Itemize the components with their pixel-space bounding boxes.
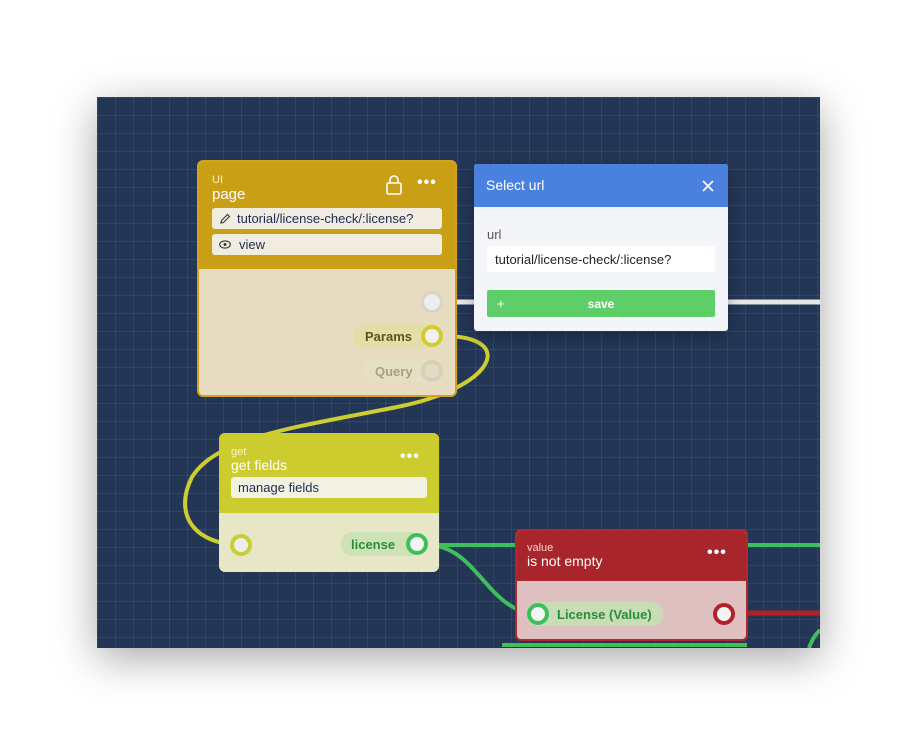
wire-green-corner (807, 628, 820, 648)
node-type-label: value (527, 542, 554, 554)
license-port[interactable] (406, 533, 428, 555)
wire-params-to-get (183, 334, 490, 547)
more-dots-icon[interactable]: ••• (707, 544, 727, 561)
url-field[interactable]: tutorial/license-check/:license? (212, 208, 442, 229)
more-dots-icon[interactable]: ••• (400, 448, 420, 465)
get-fields-node[interactable]: get get fields ••• manage fields license (219, 433, 439, 572)
node-type-label: get (231, 446, 247, 458)
dialog-header: Select url (474, 164, 728, 207)
node-title: get fields (231, 457, 288, 473)
lock-icon[interactable] (385, 175, 403, 200)
value-output-port[interactable] (713, 603, 735, 625)
eye-icon (219, 240, 231, 249)
save-button[interactable]: + save (487, 290, 715, 317)
node-type-label: UI (212, 174, 223, 186)
select-url-dialog[interactable]: Select url url tutorial/license-check/:l… (474, 164, 728, 331)
ui-page-node-header[interactable]: UI page ••• tutorial/license-check/:lice… (199, 162, 455, 269)
view-field[interactable]: view (212, 234, 442, 255)
more-dots-icon[interactable]: ••• (417, 174, 437, 191)
plus-icon: + (497, 296, 505, 311)
node-title: is not empty (527, 553, 603, 569)
ui-page-node[interactable]: UI page ••• tutorial/license-check/:lice… (197, 160, 457, 397)
save-label: save (587, 296, 615, 311)
url-label: url (487, 227, 502, 242)
license-value-port-label: License (Value) (527, 602, 663, 626)
value-node-header[interactable]: value is not empty ••• (517, 531, 746, 581)
view-field-text: view (239, 237, 266, 252)
page-output-port[interactable] (421, 291, 443, 313)
value-is-not-empty-node[interactable]: value is not empty ••• License (Value) (515, 529, 748, 641)
get-fields-node-header[interactable]: get get fields ••• manage fields (219, 433, 439, 513)
close-icon[interactable] (702, 179, 714, 197)
get-input-port[interactable] (230, 534, 252, 556)
url-input[interactable]: tutorial/license-check/:license? (487, 246, 715, 272)
node-title: page (212, 186, 246, 203)
params-port[interactable] (421, 325, 443, 347)
dialog-title: Select url (486, 177, 545, 193)
flow-canvas[interactable]: UI page ••• tutorial/license-check/:lice… (97, 97, 820, 648)
manage-fields-field[interactable]: manage fields (231, 477, 427, 498)
query-port[interactable] (421, 360, 443, 382)
url-field-text: tutorial/license-check/:license? (237, 211, 414, 226)
pencil-icon (220, 213, 231, 224)
value-input-port[interactable] (527, 603, 549, 625)
